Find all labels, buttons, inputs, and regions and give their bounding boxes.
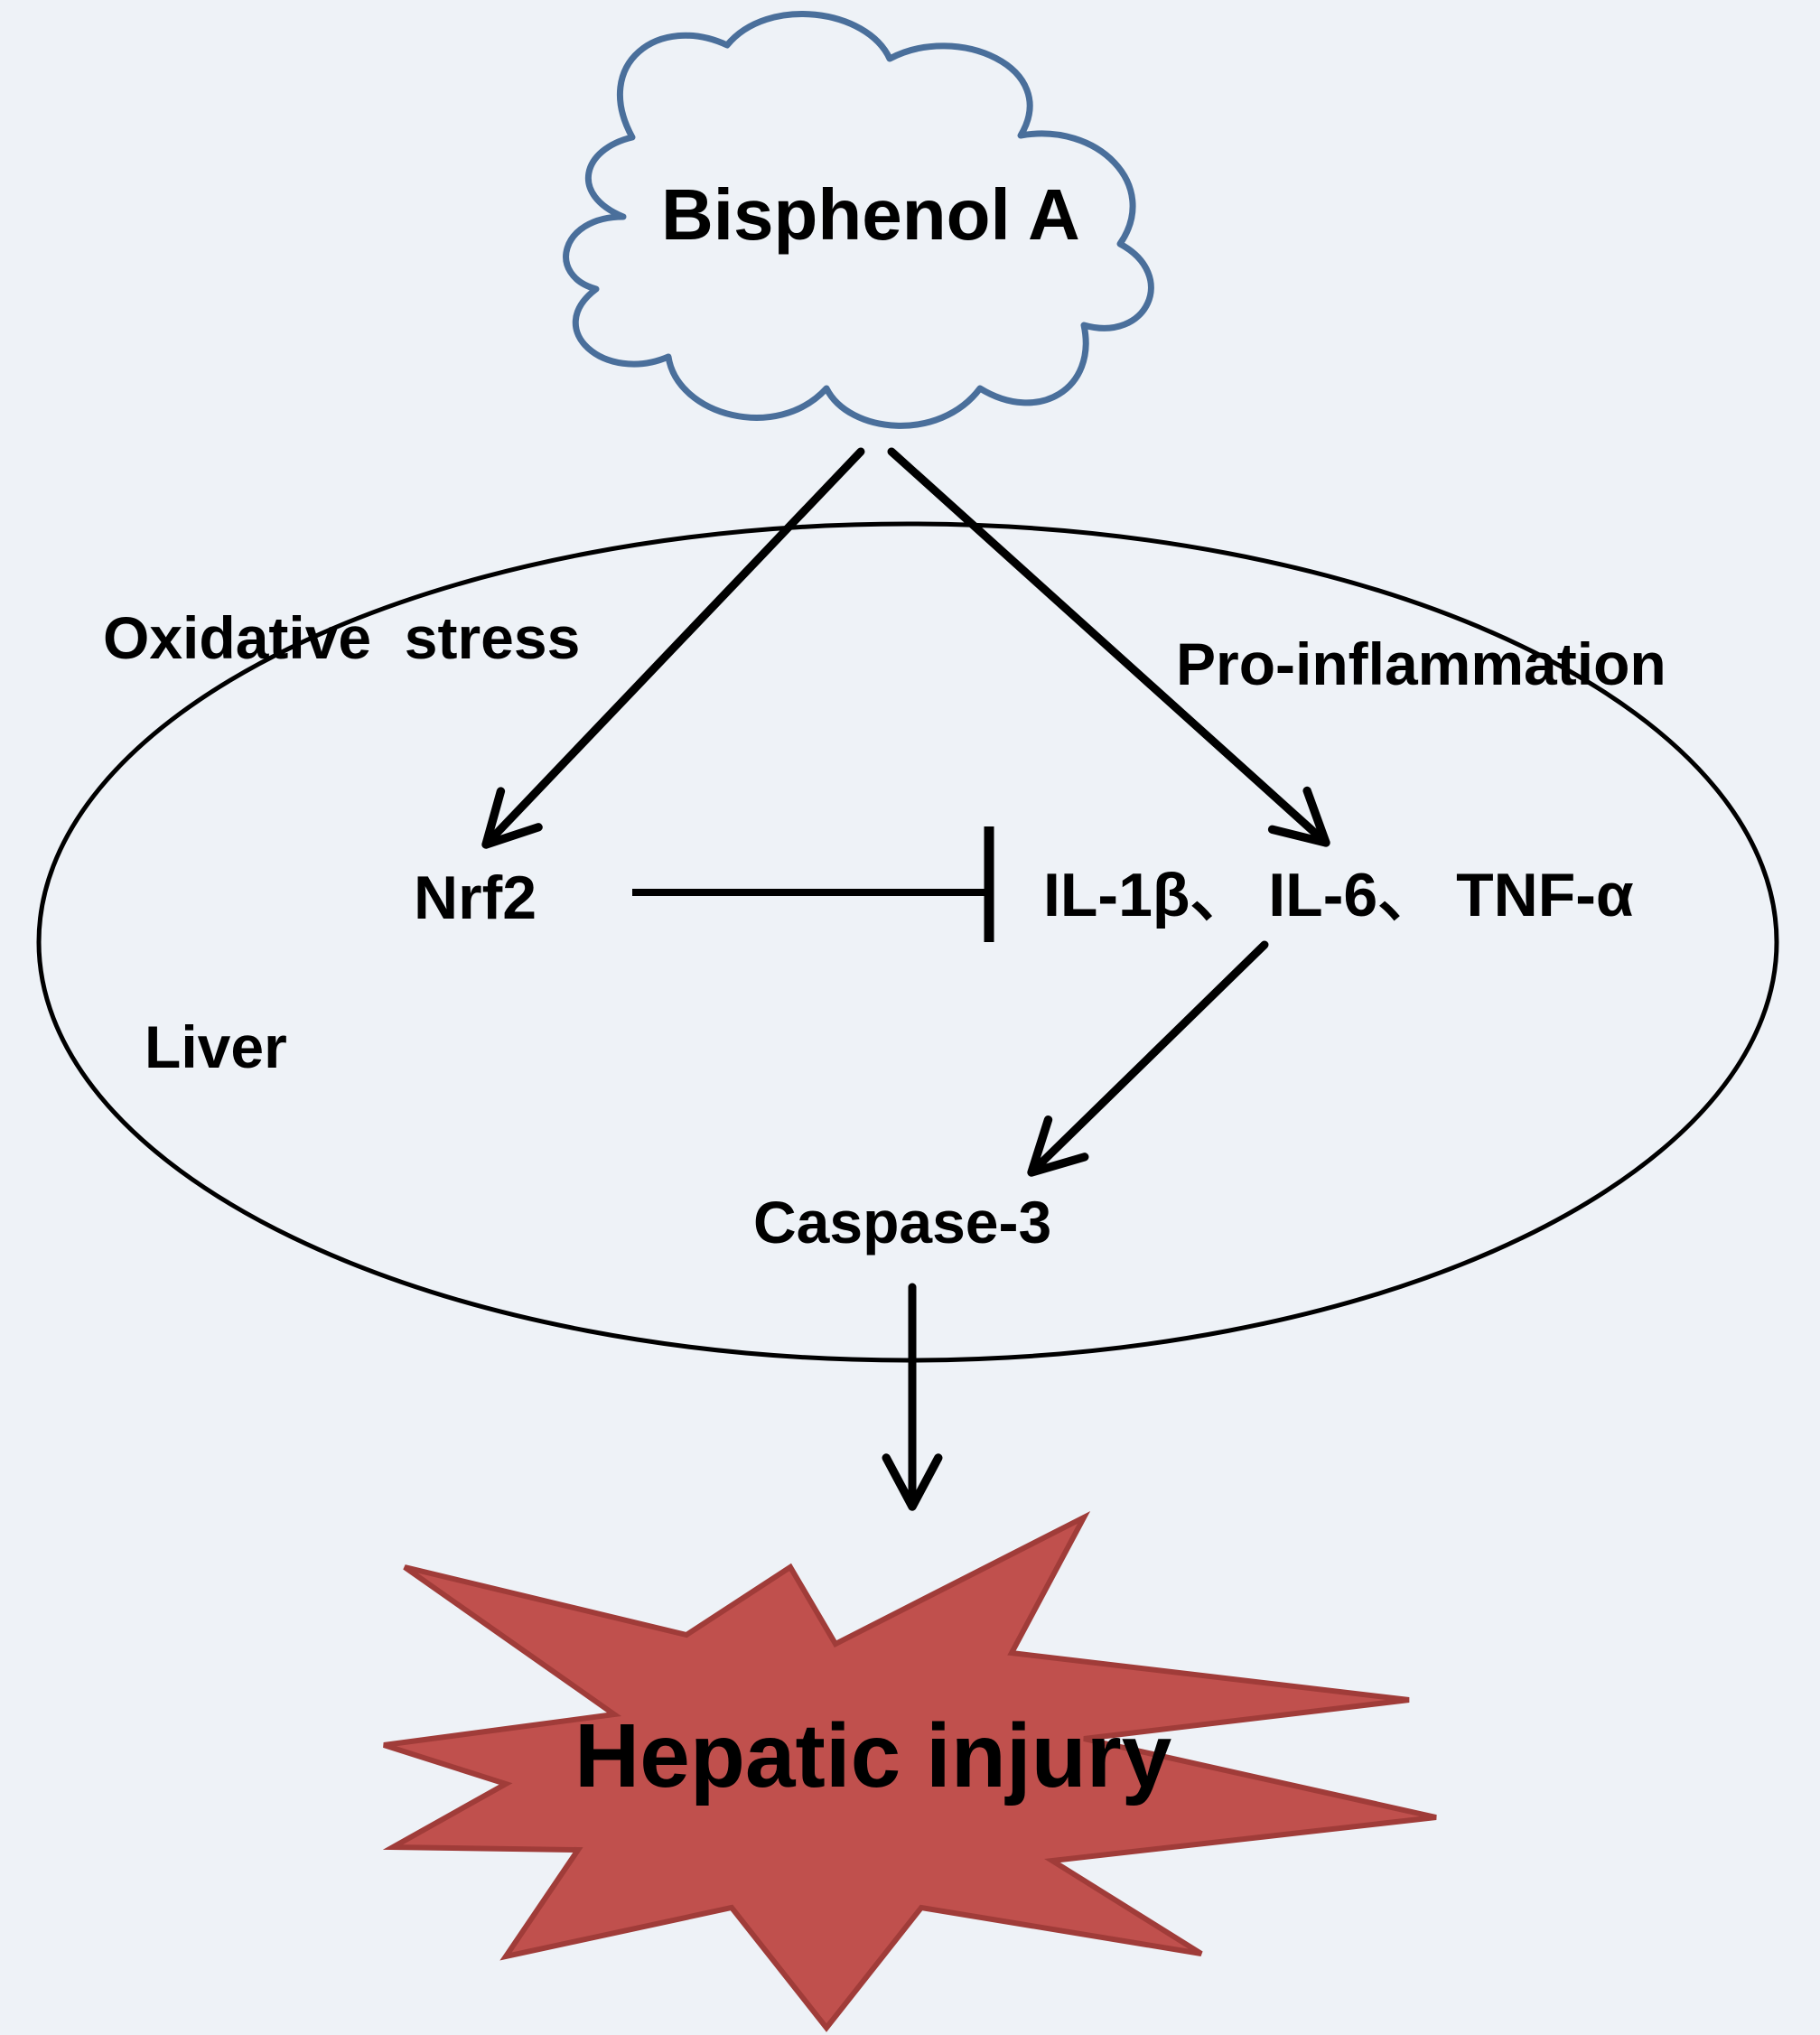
caspase-3-label: Caspase-3	[753, 1189, 1052, 1256]
arrow-bpa-to-cytokines	[887, 447, 1330, 847]
bisphenol-a-label: Bisphenol A	[661, 174, 1080, 255]
oxidative-stress-label: Oxidative stress	[103, 604, 581, 671]
liver-label: Liver	[145, 1013, 287, 1080]
nrf2-label: Nrf2	[414, 863, 537, 932]
hepatic-injury-label: Hepatic injury	[574, 1705, 1172, 1806]
arrow-bpa-to-nrf2	[481, 447, 865, 849]
liver-ellipse	[36, 521, 1779, 1363]
arrow-cytokines-to-caspase3	[1027, 940, 1269, 1177]
bisphenol-cloud-shape	[563, 10, 1154, 429]
cytokines-label: IL-1β、 IL-6、 TNF-α	[1043, 861, 1634, 929]
hepatic-injury-burst	[382, 1511, 1437, 2032]
pro-inflammation-label: Pro-inflammation	[1176, 630, 1666, 697]
